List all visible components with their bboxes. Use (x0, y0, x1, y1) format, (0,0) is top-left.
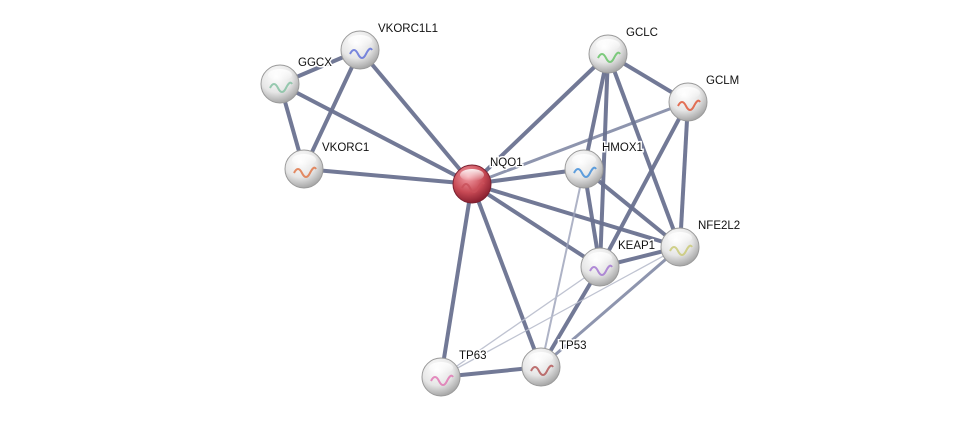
protein-structure-icon (677, 99, 701, 111)
protein-structure-icon (293, 166, 317, 178)
node-tp63[interactable]: TP63 (421, 349, 488, 397)
node-hmox1[interactable]: HMOX1 (564, 141, 644, 189)
node-label: NFE2L2 (698, 220, 740, 232)
node-label: HMOX1 (602, 142, 643, 154)
edge-ggcx-nqo1[interactable] (279, 82, 473, 186)
node-keap1[interactable]: KEAP1 (580, 239, 657, 287)
node-label: TP53 (559, 340, 587, 352)
node-gclc[interactable]: GCLC (588, 26, 659, 74)
edge-gclm-keap1[interactable] (598, 101, 690, 268)
edge-hmox1-nfe2l2[interactable] (582, 167, 682, 249)
gloss-highlight (292, 154, 316, 166)
node-ggcx[interactable]: GGCX (260, 56, 334, 104)
gloss-highlight (268, 69, 292, 81)
protein-structure-icon (461, 181, 485, 193)
node-vkorc1[interactable]: VKORC1 (284, 141, 371, 189)
protein-structure-icon (269, 81, 293, 93)
node-label: KEAP1 (618, 240, 655, 252)
gloss-highlight (572, 154, 596, 166)
edge-gclc-nfe2l2[interactable] (606, 53, 682, 248)
edge-vkorc1-nqo1[interactable] (303, 167, 473, 186)
node-tp53[interactable]: TP53 (521, 339, 588, 387)
node-gclm[interactable]: GCLM (668, 74, 741, 122)
edge-nqo1-keap1[interactable] (470, 182, 602, 269)
node-label: VKORC1L1 (378, 23, 438, 35)
edge-nqo1-tp53[interactable] (470, 183, 543, 368)
protein-structure-icon (573, 166, 597, 178)
gloss-highlight (668, 232, 692, 244)
edge-vkorc1l1-nqo1[interactable] (358, 48, 474, 186)
edge-nfe2l2-tp63[interactable] (440, 246, 681, 378)
gloss-highlight (588, 252, 612, 264)
edge-gclc-hmox1[interactable] (582, 53, 610, 170)
node-label: TP63 (459, 350, 487, 362)
edge-nqo1-nfe2l2[interactable] (471, 182, 681, 249)
protein-structure-icon (589, 264, 613, 276)
gloss-highlight (676, 87, 700, 99)
node-label: GCLC (626, 27, 658, 39)
node-vkorc1l1[interactable]: VKORC1L1 (340, 22, 440, 70)
gloss-highlight (348, 35, 372, 47)
node-label: VKORC1 (322, 142, 369, 154)
edge-nqo1-gclc[interactable] (470, 52, 610, 186)
node-label: NQO1 (490, 157, 523, 169)
edge-nfe2l2-tp53[interactable] (540, 245, 681, 369)
protein-structure-icon (430, 374, 454, 386)
edge-nqo1-tp63[interactable] (439, 183, 474, 378)
node-label: GCLM (706, 75, 739, 87)
gloss-highlight (429, 362, 453, 374)
protein-structure-icon (530, 364, 554, 376)
edge-hmox1-tp53[interactable] (540, 168, 585, 368)
edge-nqo1-gclm[interactable] (471, 100, 689, 186)
edge-gclm-nfe2l2[interactable] (678, 101, 690, 248)
gloss-highlight (596, 39, 620, 51)
node-nqo1[interactable]: NQO1 (452, 156, 524, 204)
gloss-highlight (529, 352, 553, 364)
protein-structure-icon (349, 47, 373, 59)
protein-structure-icon (597, 51, 621, 63)
edge-gclc-keap1[interactable] (598, 53, 610, 268)
gloss-highlight (460, 169, 484, 181)
node-nfe2l2[interactable]: NFE2L2 (660, 219, 742, 267)
edge-keap1-tp63[interactable] (440, 266, 601, 378)
node-label: GGCX (298, 57, 332, 69)
protein-structure-icon (669, 244, 693, 256)
